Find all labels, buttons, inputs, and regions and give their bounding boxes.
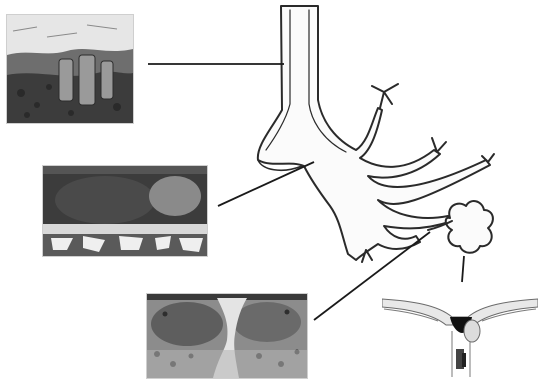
bronchiole-tip-upper	[372, 84, 398, 108]
micrograph-bronchus	[42, 165, 208, 257]
alveolar-sac	[446, 201, 493, 253]
pointer-bronchus	[218, 162, 314, 206]
micrograph-alveolus	[382, 291, 538, 377]
micrograph-bronchiole	[146, 293, 308, 379]
pointer-alveolus	[462, 256, 464, 282]
trachea-tissue-image	[7, 15, 133, 123]
alveolus-sketch-image	[382, 291, 538, 377]
bronchial-tree	[258, 6, 494, 262]
bronchus-tissue-image	[43, 166, 207, 256]
bronchiole-tissue-image	[147, 294, 307, 378]
micrograph-trachea	[6, 14, 134, 124]
